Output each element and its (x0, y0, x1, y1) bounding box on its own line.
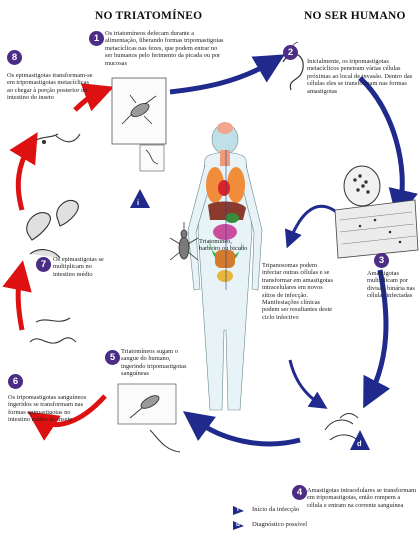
legend-marker-d-wrapper: d (234, 521, 243, 531)
step-5-text: Triatomíneos sugam o sangue do humano, i… (121, 348, 189, 378)
step-8-text: Os epimastigotas transformam-se em tripo… (7, 72, 95, 102)
header-insect: NO TRIATOMÍNEO (95, 10, 202, 22)
legend-marker-i: i (237, 506, 239, 514)
step-4-badge: 4 (292, 485, 307, 500)
step-1-text: Os triatomíneos defecam durante a alimen… (105, 30, 225, 67)
legend-item-infection: Início da infecção (252, 506, 299, 514)
infection-start-marker (130, 189, 150, 208)
step-5-badge: 5 (105, 350, 120, 365)
legend-marker-i-wrapper: i (234, 506, 243, 516)
step-6-text: Os tripomastigotas sanguíneos ingeridos … (8, 394, 94, 424)
organism-step-6 (30, 318, 76, 343)
human-figure (188, 122, 262, 410)
legend-marker-d: d (236, 521, 240, 529)
step-4-text: Amastigotas intracelulares se transforma… (307, 487, 417, 509)
arrow-center-to-4 (290, 360, 320, 404)
step-6-badge: 6 (8, 374, 23, 389)
organism-step-3 (335, 166, 418, 258)
arrow-6-to-7 (18, 275, 22, 330)
step-1-badge: 1 (89, 31, 104, 46)
arrow-7-to-8 (18, 145, 30, 210)
center-text: Tripanosomas podem infectar outras célul… (262, 262, 337, 321)
step-3-text: Amastigotas multiplicam por divisão biná… (367, 270, 420, 300)
step-7-text: Os epimastigotas se multiplicam no intes… (53, 256, 109, 278)
arrow-4-to-5 (195, 420, 300, 444)
header-human: NO SER HUMANO (304, 10, 406, 22)
step-7-badge: 7 (36, 257, 51, 272)
organism-step-8 (36, 134, 80, 144)
step-2-badge: 2 (283, 45, 298, 60)
bug-label: Triatomíneo, barbeiro ou bicudo (199, 238, 251, 253)
organism-step-7 (27, 200, 79, 258)
legend-item-diagnosis: Diagnóstico possível (252, 521, 307, 529)
svg-text:i: i (137, 198, 139, 207)
organism-step-4 (325, 414, 360, 443)
svg-text:d: d (357, 439, 362, 448)
step-3-badge: 3 (374, 253, 389, 268)
step-2-text: Inicialmente, os tripomastigotas metacíc… (307, 58, 420, 95)
step-8-badge: 8 (7, 50, 22, 65)
